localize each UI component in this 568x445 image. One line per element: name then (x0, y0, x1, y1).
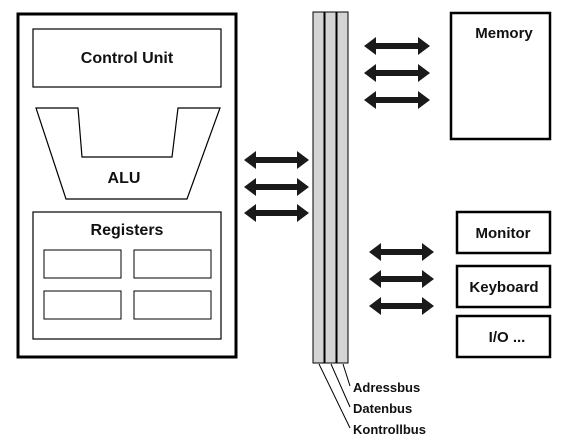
data-bus-leader (330, 363, 351, 408)
control-bus-label: Kontrollbus (353, 422, 426, 437)
memory-bus-arrow (364, 64, 430, 82)
bus-arrows (244, 37, 434, 315)
memory-box (449, 11, 552, 141)
data-bus-label: Datenbus (353, 401, 412, 416)
control-bus-bar (336, 11, 349, 364)
registers-label: Registers (91, 222, 164, 239)
address-bus-label: Adressbus (353, 380, 420, 395)
address-bus-bar (312, 11, 325, 364)
io-box (455, 314, 552, 359)
cpu-bus-arrow (244, 204, 309, 222)
registers-block: Registers (32, 211, 222, 340)
register-cell (133, 290, 212, 320)
register-cell (43, 290, 122, 320)
register-cell (43, 249, 122, 279)
monitor-box (455, 210, 552, 255)
register-cell (133, 249, 212, 279)
memory-bus-arrow (364, 37, 430, 55)
device-bus-arrow (369, 243, 434, 261)
memory-block: Memory (449, 11, 552, 141)
memory-bus-arrow (364, 91, 430, 109)
device-bus-arrow (369, 270, 434, 288)
keyboard-box (455, 264, 552, 309)
control-bus-leader (318, 363, 351, 429)
control-unit-box (32, 28, 222, 88)
cpu-bus-arrow (244, 178, 309, 196)
control-unit-label: Control Unit (81, 50, 174, 67)
cpu-bus-arrow (244, 151, 309, 169)
alu-label: ALU (108, 170, 141, 187)
memory-label: Memory (475, 25, 533, 42)
cpu-block: Control Unit ALU Registers (16, 12, 238, 359)
address-bus-leader (342, 363, 351, 387)
data-bus-bar (324, 11, 337, 364)
keyboard-label: Keyboard (469, 279, 538, 296)
system-bus: Adressbus Datenbus Kontrollbus (312, 11, 426, 437)
alu-shape (35, 107, 221, 200)
monitor-label: Monitor (476, 225, 531, 242)
io-label: I/O ... (489, 329, 526, 346)
device-bus-arrow (369, 297, 434, 315)
io-devices: Monitor Keyboard I/O ... (455, 210, 552, 359)
